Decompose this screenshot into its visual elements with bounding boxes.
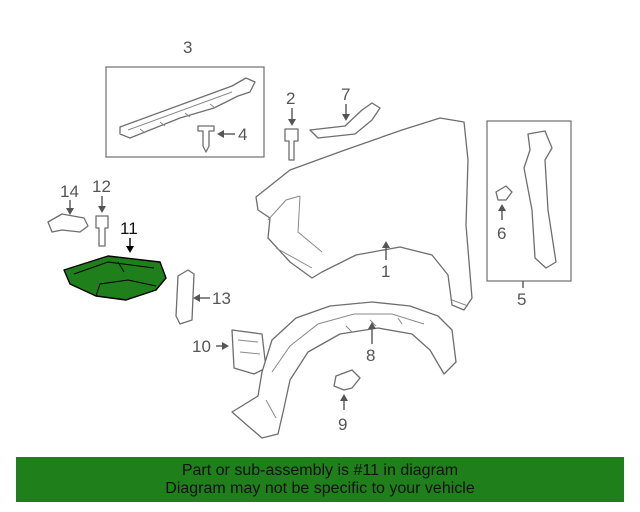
part-12-bolt[interactable] (95, 215, 109, 247)
part-2-bolt[interactable] (284, 128, 299, 161)
callout-12: 12 (92, 177, 111, 196)
callout-14: 14 (60, 182, 79, 201)
arrow-11 (126, 246, 134, 253)
callout-2: 2 (286, 89, 295, 108)
callout-10: 10 (192, 337, 211, 356)
callout-6: 6 (497, 224, 506, 243)
arrow-4 (217, 130, 224, 138)
part-4-clip[interactable] (197, 125, 215, 153)
part-11-detail (73, 261, 157, 297)
callout-11: 11 (120, 219, 138, 238)
part-11-highlighted[interactable] (63, 255, 167, 301)
arrow-9 (340, 394, 348, 401)
callout-1: 1 (381, 262, 390, 281)
callout-8: 8 (366, 346, 375, 365)
footer-line-2: Diagram may not be specific to your vehi… (165, 480, 475, 497)
part-10-detail (237, 339, 261, 355)
part-6-clip[interactable] (495, 185, 513, 201)
part-8-wheel-liner[interactable] (231, 301, 457, 439)
arrow-14 (66, 208, 74, 215)
callout-7: 7 (341, 85, 350, 104)
part-9-clip[interactable] (333, 369, 361, 391)
callout-3: 3 (183, 38, 192, 57)
part-5-panel[interactable] (523, 130, 557, 269)
callout-9: 9 (338, 415, 347, 434)
part-3-rail-detail (127, 91, 233, 134)
arrow-2 (288, 119, 296, 126)
arrow-6 (498, 204, 506, 211)
arrow-8 (368, 322, 376, 329)
arrow-13 (193, 294, 200, 302)
part-7-bracket[interactable] (309, 102, 381, 139)
part-8-detail (265, 313, 425, 419)
callout-13: 13 (212, 289, 231, 308)
arrow-10 (222, 342, 229, 350)
part-5-group-box (486, 120, 572, 282)
part-14-bracket[interactable] (47, 213, 89, 233)
part-13-cover[interactable] (175, 269, 195, 325)
callout-4: 4 (238, 125, 247, 144)
callout-5: 5 (517, 290, 526, 309)
footer-line-1: Part or sub-assembly is #11 in diagram (181, 462, 459, 479)
part-3-group-box (105, 66, 265, 158)
part-1-fender-detail (267, 195, 469, 307)
arrow-12 (98, 206, 106, 213)
part-10-mudguard[interactable] (231, 329, 267, 375)
footer-banner: Part or sub-assembly is #11 in diagram D… (16, 457, 624, 502)
arrow-1 (382, 241, 390, 248)
arrow-7 (342, 114, 350, 121)
